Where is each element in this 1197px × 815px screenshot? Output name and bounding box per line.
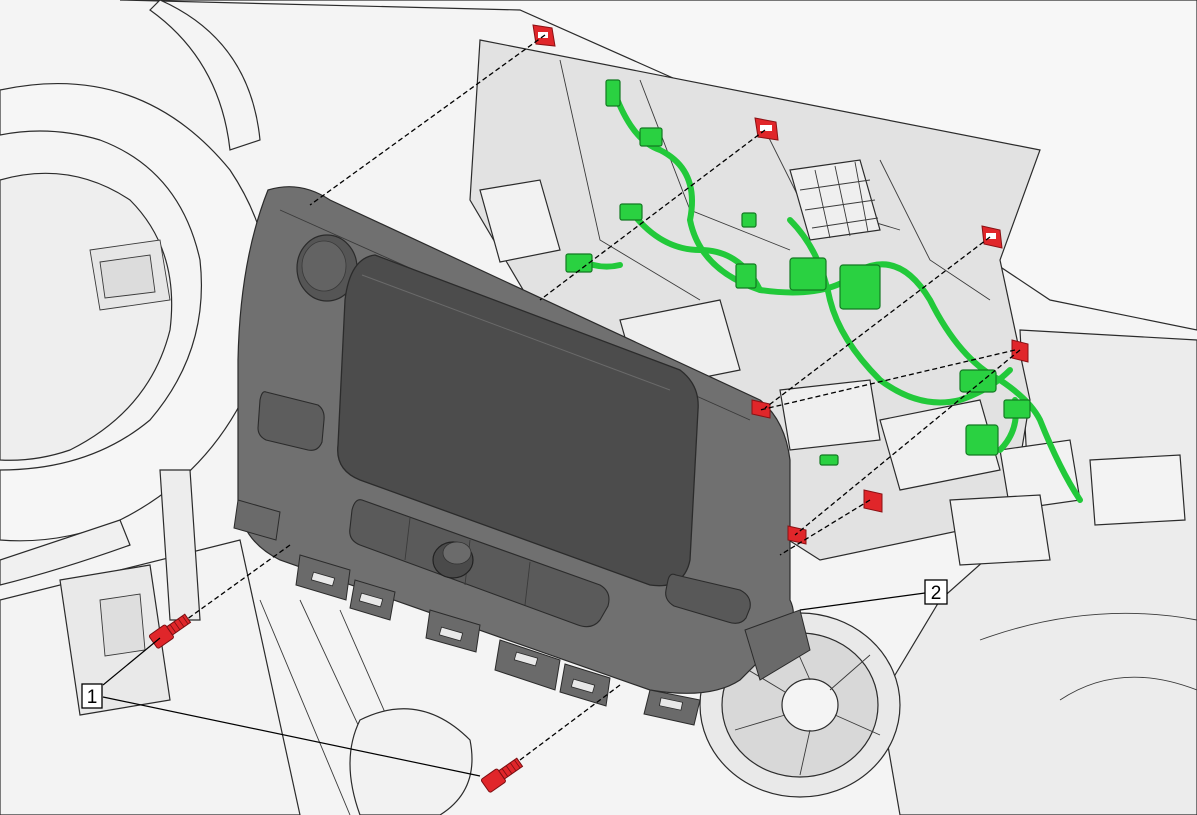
retaining-clips — [532, 24, 1029, 545]
clip-2 — [754, 117, 779, 141]
left-button — [257, 391, 325, 451]
callout-1: 1 — [81, 683, 103, 709]
callout-1-label: 1 — [87, 687, 98, 708]
clip-7 — [787, 525, 807, 545]
lower-button-bank — [349, 499, 610, 628]
clip-4 — [1011, 339, 1029, 363]
tab-slots — [310, 571, 684, 711]
clip-3 — [981, 225, 1003, 249]
clip-5 — [863, 489, 883, 513]
volume-knob — [432, 541, 474, 579]
radio-control-unit — [233, 186, 811, 726]
callout-leaders — [102, 592, 926, 777]
callout-2: 2 — [924, 579, 948, 605]
harness-connectors — [565, 79, 1031, 466]
grille — [789, 159, 881, 241]
right-button-pair — [665, 573, 751, 624]
round-knob-top — [296, 234, 358, 302]
bolt-lower — [480, 757, 524, 793]
clip-6 — [751, 399, 771, 419]
callout-2-label: 2 — [931, 583, 942, 604]
touch-display — [337, 254, 699, 587]
steering-wheel — [0, 0, 271, 586]
steering-column-area — [0, 469, 473, 815]
